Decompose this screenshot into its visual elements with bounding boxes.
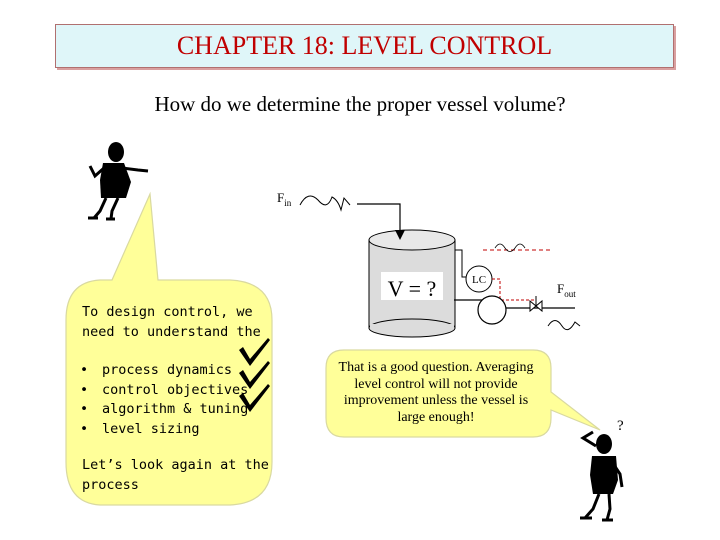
signal-line [492,278,534,301]
top-signal-wave [494,243,526,252]
inlet-wave-icon [299,195,351,212]
outlet-wave-icon [547,320,581,331]
pump-icon [477,295,507,325]
right-callout-bubble [325,349,601,438]
lc-connection-line [455,249,466,278]
subtitle: How do we determine the proper vessel vo… [154,92,566,116]
svg-text:?: ? [617,418,624,434]
title-box: CHAPTER 18: LEVEL CONTROL [55,24,674,68]
right-callout-text: That is a good question. Averaging level… [338,360,534,425]
inlet-arrowhead [395,230,405,240]
list-item: control objectives [80,381,248,401]
list-item: level sizing [80,420,248,440]
list-item: process dynamics [80,361,248,381]
list-item: algorithm & tuning [80,400,248,420]
bullet-list: process dynamics control objectives algo… [80,361,248,439]
thinking-stick-figure: ? [580,418,624,522]
vessel-label: V = ? [388,276,437,301]
f-out-label: Fout [557,281,576,299]
page-title: CHAPTER 18: LEVEL CONTROL [176,31,553,60]
checkmark-icon [239,338,270,366]
pointing-stick-figure [88,142,149,221]
left-callout-intro: To design control, we need to understand… [82,304,261,340]
left-callout-outro: Let’s look again at the process [82,457,269,493]
f-in-label: Fin [277,190,292,208]
vessel-label-box [381,272,443,300]
inlet-pipe [357,203,401,232]
outlet-pipe [453,299,575,309]
controller-label: LC [472,274,486,286]
